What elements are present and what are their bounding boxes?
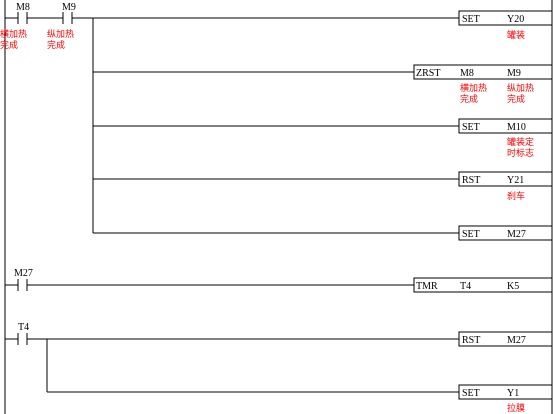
rung-2: M27 TMR T4 K5: [5, 268, 553, 293]
svg-text:M9: M9: [507, 68, 521, 79]
svg-text:M27: M27: [507, 335, 526, 346]
output-tmr-t4[interactable]: TMR T4 K5: [413, 277, 553, 293]
svg-text:拉膜: 拉膜: [507, 402, 525, 414]
svg-text:罐装: 罐装: [507, 29, 525, 41]
svg-text:Y21: Y21: [507, 175, 524, 186]
svg-text:TMR: TMR: [416, 281, 438, 292]
svg-text:横加热: 横加热: [0, 28, 27, 40]
svg-text:Y1: Y1: [507, 388, 519, 399]
svg-text:M10: M10: [507, 122, 526, 133]
output-rst-m27[interactable]: RST M27: [458, 331, 553, 347]
svg-text:M9: M9: [62, 2, 76, 13]
output-set-m10[interactable]: SET M10 罐装定 时标志: [458, 118, 553, 159]
svg-text:时标志: 时标志: [507, 147, 534, 159]
output-set-y20[interactable]: SET Y20 罐装: [458, 10, 553, 41]
svg-text:T4: T4: [18, 322, 29, 333]
svg-text:SET: SET: [462, 388, 480, 399]
svg-text:纵加热: 纵加热: [47, 28, 74, 40]
svg-text:SET: SET: [462, 14, 480, 25]
rung-3: T4 RST M27 SET Y1 拉膜: [5, 322, 553, 414]
svg-text:完成: 完成: [47, 39, 65, 51]
output-set-y1[interactable]: SET Y1 拉膜: [458, 384, 553, 414]
svg-text:M8: M8: [460, 68, 474, 79]
svg-text:ZRST: ZRST: [416, 68, 440, 79]
svg-text:罐装定: 罐装定: [507, 136, 534, 148]
svg-text:完成: 完成: [460, 93, 478, 105]
contact-t4[interactable]: T4: [5, 322, 29, 345]
output-zrst[interactable]: ZRST M8 M9 横加热 完成 纵加热 完成: [413, 64, 553, 105]
svg-text:横加热: 横加热: [460, 82, 487, 94]
svg-text:M8: M8: [16, 2, 30, 13]
svg-text:M27: M27: [507, 229, 526, 240]
contact-m8[interactable]: M8 横加热 完成: [0, 2, 30, 51]
svg-text:K5: K5: [507, 281, 519, 292]
svg-text:完成: 完成: [507, 93, 525, 105]
svg-text:SET: SET: [462, 229, 480, 240]
svg-text:RST: RST: [462, 335, 480, 346]
svg-text:Y20: Y20: [507, 14, 524, 25]
contact-m9[interactable]: M9 纵加热 完成: [47, 2, 76, 51]
svg-text:完成: 完成: [0, 39, 18, 51]
svg-text:刹车: 刹车: [507, 190, 525, 202]
svg-text:T4: T4: [460, 281, 471, 292]
svg-text:SET: SET: [462, 122, 480, 133]
svg-text:RST: RST: [462, 175, 480, 186]
contact-m27[interactable]: M27: [5, 268, 33, 291]
svg-text:M27: M27: [14, 268, 33, 279]
svg-text:纵加热: 纵加热: [507, 82, 534, 94]
output-set-m27[interactable]: SET M27: [458, 225, 553, 241]
rung-1: M8 横加热 完成 M9 纵加热 完成 SET Y20 罐装: [0, 2, 553, 241]
output-rst-y21[interactable]: RST Y21 刹车: [458, 171, 553, 202]
